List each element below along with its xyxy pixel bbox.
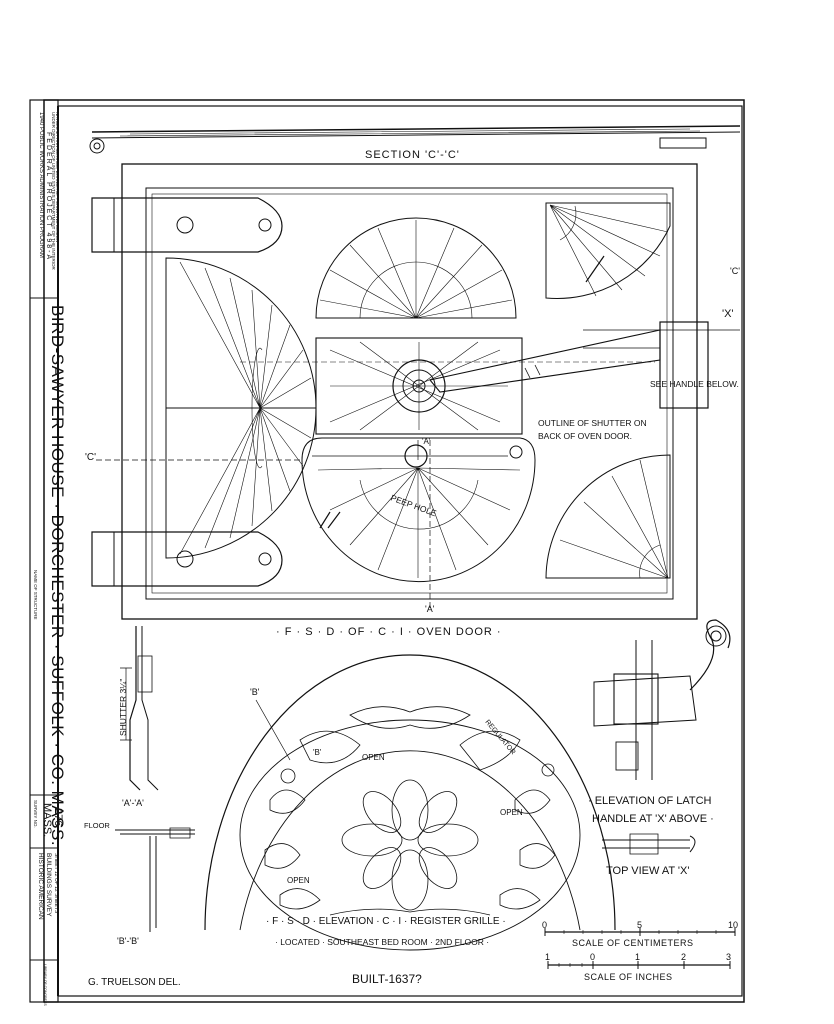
section-bb-label: 'B'-'B' (117, 936, 139, 946)
peep-hole-label: PEEP HOLE (389, 492, 438, 518)
library-note: LIBRARY OF CONGRESS (43, 964, 47, 1006)
latch-caption-line-1: · ELEVATION OF LATCH (588, 795, 712, 807)
scale-cm-tick-10: 10 (728, 920, 738, 930)
scale-in-tick-2: 2 (681, 952, 686, 962)
section-cc-drawing (89, 125, 741, 154)
scale-in-tick-1b: 1 (635, 952, 640, 962)
survey-caption: SURVEY NO. (33, 800, 38, 828)
marker-c-right: 'C' (730, 266, 740, 276)
register-grille-elevation (204, 654, 616, 951)
program-line-3: UNDER DIRECTION OF UNITED STATES DEPARTM… (51, 112, 56, 271)
outer-border (43, 99, 745, 1003)
program-line-1: 1940 PUBLIC WORKS ADMINISTRATION PROGRAM (38, 112, 44, 258)
built-date: BUILT-1637? (352, 972, 422, 986)
program-line-4: NATIONAL PARK SERVICE, BRANCH OF PLANS A… (55, 112, 60, 242)
see-handle-note: SEE HANDLE BELOW. (650, 379, 739, 389)
survey-no-line-1: MASS. (41, 803, 53, 837)
structure-name: BIRD-SAWYER HOUSE · DORCHESTER · SUFFOLK… (48, 305, 67, 846)
scale-centimeters (544, 928, 736, 936)
marker-a-bottom: 'A' (425, 604, 435, 614)
scale-cm-tick-5: 5 (637, 920, 642, 930)
grille-caption-line-2: · LOCATED · SOUTHEAST BED ROOM · 2ND FLO… (275, 937, 489, 947)
scale-in-label: SCALE OF INCHES (584, 972, 673, 982)
marker-x: 'X' (722, 308, 734, 320)
regulator-label: REGULATOR (483, 719, 516, 756)
grille-caption-line-1: · F · S · D · ELEVATION · C · I · REGIST… (266, 916, 506, 927)
section-aa-drawing (120, 626, 159, 791)
sheet-label: SHEET 12 OF 12 SHEETS (53, 853, 59, 914)
program-line-2: FEDERAL PROJECT 498-A (45, 132, 52, 261)
scale-in-tick-3: 3 (726, 952, 731, 962)
oven-door-caption: · F · S · D · OF · C · I · OVEN DOOR · (276, 626, 502, 638)
marker-a-mid: 'A' (422, 437, 431, 446)
marker-b-inner: 'B' (313, 748, 322, 757)
outline-note-line-2: BACK OF OVEN DOOR. (538, 431, 632, 441)
scale-in-tick-1a: 1 (545, 952, 550, 962)
open-label-3: OPEN (287, 876, 310, 885)
scale-inches (547, 961, 731, 969)
title-strip-frame (29, 99, 59, 1003)
floor-label: FLOOR (84, 821, 110, 830)
structure-caption: NAME OF STRUCTURE (33, 570, 38, 620)
latch-caption-line-2: HANDLE AT 'X' ABOVE · (592, 813, 714, 825)
survey-name-line-2: BUILDINGS SURVEY (45, 853, 52, 917)
scale-in-tick-0: 0 (590, 952, 595, 962)
scale-cm-label: SCALE OF CENTIMETERS (572, 938, 694, 948)
survey-no-line-2: 276 (52, 808, 64, 826)
marker-c-left: 'C' (85, 452, 96, 463)
marker-b-top: 'B' (250, 687, 260, 697)
top-view-caption: TOP VIEW AT 'X' (606, 865, 689, 877)
survey-name-line-1: HISTORIC AMERICAN (37, 853, 44, 920)
delineator: G. TRUELSON DEL. (88, 977, 181, 988)
section-aa-label: 'A'-'A' (122, 798, 144, 808)
open-label-1: OPEN (362, 753, 385, 762)
section-bb-drawing (115, 827, 195, 932)
scale-cm-tick-0: 0 (542, 920, 547, 930)
section-cc-label: SECTION 'C'-'C' (365, 149, 460, 161)
outline-note-line-1: OUTLINE OF SHUTTER ON (538, 418, 647, 428)
shutter-dimension: SHUTTER 3¼" (118, 679, 128, 736)
open-label-2: OPEN (500, 808, 523, 817)
oven-door-elevation (91, 163, 740, 620)
latch-handle-detail (593, 619, 731, 855)
